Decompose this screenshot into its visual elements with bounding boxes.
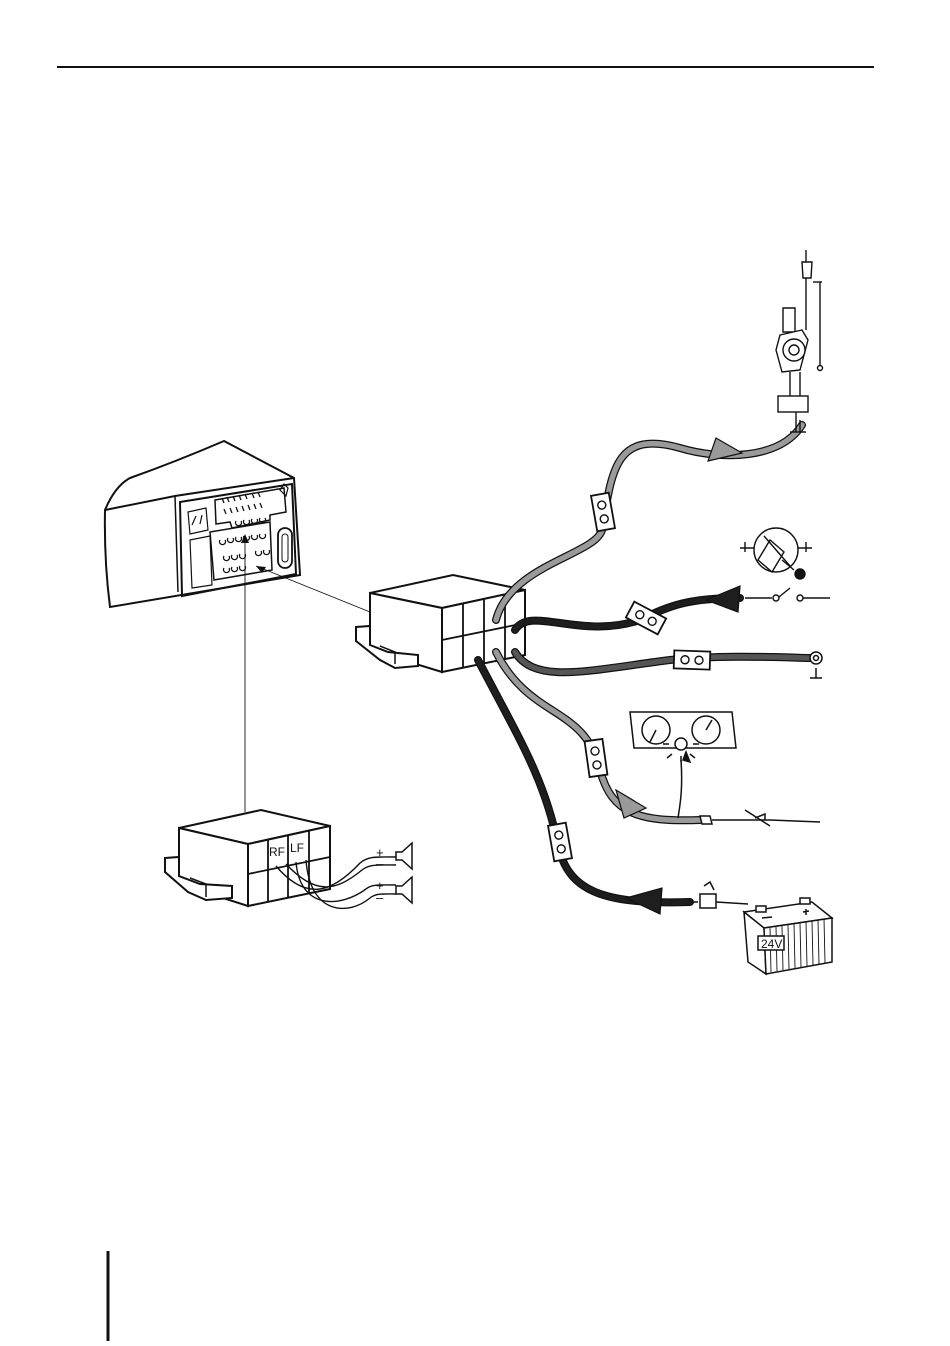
radio-unit-rear [105,441,300,607]
battery-voltage-label: 24V [761,937,782,951]
speaker-connector-block: RF LF [165,810,330,906]
aerial-icon [776,250,823,432]
wire-battery [478,660,690,914]
pointer-lines [241,534,370,812]
ground-ring-icon [810,652,822,678]
minus-label-rear: – [376,890,384,905]
battery-icon [690,882,832,974]
speaker-lf-label: LF [290,841,304,855]
ignition-switch-icon [740,528,830,601]
wire-ground [515,652,810,672]
arrow-icon [706,586,740,612]
minus-label-front: – [376,856,384,871]
instrument-panel-icon [630,712,820,826]
fuse-icon [674,650,711,669]
arrow-icon [626,888,662,914]
wire-ignition [515,586,740,630]
fuse-icon [585,739,608,777]
fuse-icon [548,823,572,862]
wire-aerial [496,425,802,620]
speaker-rf-label: RF [269,845,285,859]
speaker-icon [396,843,412,903]
